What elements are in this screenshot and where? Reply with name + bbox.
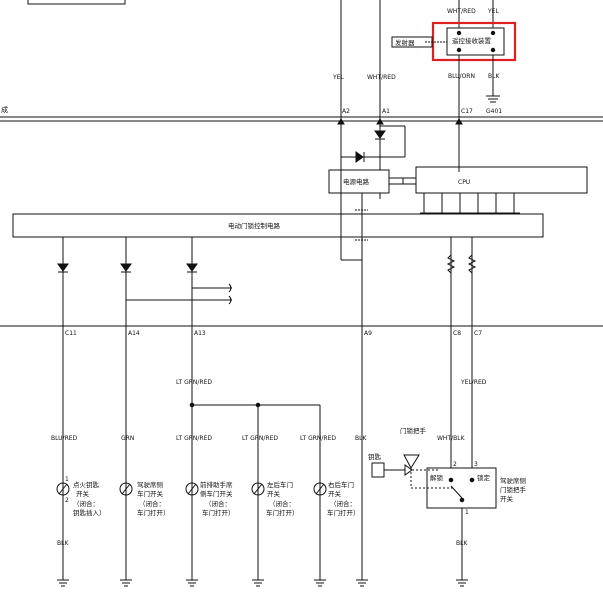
handle-label: 门锁把手 [400,426,427,435]
cpu-label: CPU [458,179,470,186]
label-yelred: YEL/RED [460,379,487,386]
label-c11: C11 [65,330,77,337]
pass-line-4: 车门打开） [202,508,235,517]
label-a13: A13 [194,330,206,337]
label-whtred-top: WHT/RED [367,74,396,81]
lock-switch-name-2: 门锁把手 [500,485,527,494]
label-ltgrnred-lr: LT GRN/RED [242,435,278,442]
cpu-box [415,166,588,194]
lock-handle-icon [403,454,420,470]
antenna-bubble [391,36,433,48]
label-ltgrnred-rr: LT GRN/RED [300,435,336,442]
edge-label: 成 [1,105,8,114]
drv-line-3: （闭合： [139,499,165,508]
lr-line-2: 开关 [267,489,281,498]
power-circuit-label: 电源电路 [343,177,370,186]
connector-a1-arrow [376,118,384,125]
rr-line-3: （闭合： [330,499,356,508]
door-lock-circuit-label: 电动门锁控制电路 [228,221,281,230]
pin-lock-1: 1 [465,509,469,516]
lock-label: 锁定 [477,473,491,482]
connector-a2-arrow [337,118,345,125]
pass-line-2: 侧车门开关 [200,489,233,498]
label-bluorn: BLU/ORN [448,73,475,80]
lr-line-1: 左后车门 [267,480,293,489]
switch-symbols [56,482,327,496]
diode-a2 [355,151,364,163]
label-blk-lock: BLK [456,540,468,547]
rr-line-4: 车门打开） [327,508,360,517]
label-blk-ign: BLK [57,540,69,547]
rr-line-2: 开关 [328,489,342,498]
antenna-label: 发射器 [395,38,415,47]
label-c7: C7 [474,330,482,337]
label-whtblk: WHT/BLK [437,435,466,442]
pin-lock-3: 3 [474,461,478,468]
label-ltgrnred-pass: LT GRN/RED [176,435,212,442]
label-a1: A1 [382,108,390,115]
label-a14: A14 [128,330,140,337]
label-g401: G401 [486,108,502,115]
door-lock-circuit-box [12,213,544,238]
partial-box-top-left [27,0,126,5]
grounds-bottom [57,579,468,587]
label-blk-a9: BLK [355,435,367,442]
label-blk-g401: BLK [488,73,500,80]
key-icon [371,462,385,478]
diode-a1 [374,130,386,139]
lr-line-4: 车门打开） [266,508,299,517]
lock-switch-name-3: 开关 [500,494,514,503]
drv-line-2: 车门开关 [137,489,164,498]
label-yel-recv: YEL [487,8,499,15]
drv-line-1: 驾驶席侧 [137,480,163,489]
power-circuit-box [328,169,390,194]
label-yel-top: YEL [332,74,344,81]
label-a2: A2 [342,108,350,115]
lock-switch-name-1: 驾驶席侧 [500,476,526,485]
label-a9: A9 [364,330,372,337]
pass-line-1: 前排助手席 [200,480,233,489]
ign-line-1: 点火钥匙 [73,480,100,489]
resistor-c8 [446,254,456,274]
label-ltgrnred-a13: LT GRN/RED [176,379,212,386]
connector-c17-arrow [455,118,463,125]
pin-lock-2: 2 [453,461,457,468]
resistor-c7 [467,254,477,274]
ign-line-4: 钥匙插入） [73,508,106,517]
ign-line-2: 开关 [76,489,90,498]
pin-ign-2: 2 [65,497,69,504]
pin-ign-1: 1 [65,476,69,483]
label-blured: BLU/RED [51,435,78,442]
drv-line-4: 车门打开） [137,508,170,517]
label-grn: GRN [121,435,134,442]
label-c8: C8 [453,330,461,337]
label-whtred-recv: WHT/RED [447,8,476,15]
key-label: 钥匙 [368,452,382,461]
ign-line-3: （闭合： [73,499,99,508]
lr-line-3: （闭合： [269,499,295,508]
label-c17: C17 [461,108,473,115]
receiver-title: 遥控接收装置 [452,36,492,45]
rr-line-1: 右后车门 [328,480,354,489]
unlock-label: 解锁 [430,473,444,482]
pass-line-3: （闭合： [205,499,231,508]
